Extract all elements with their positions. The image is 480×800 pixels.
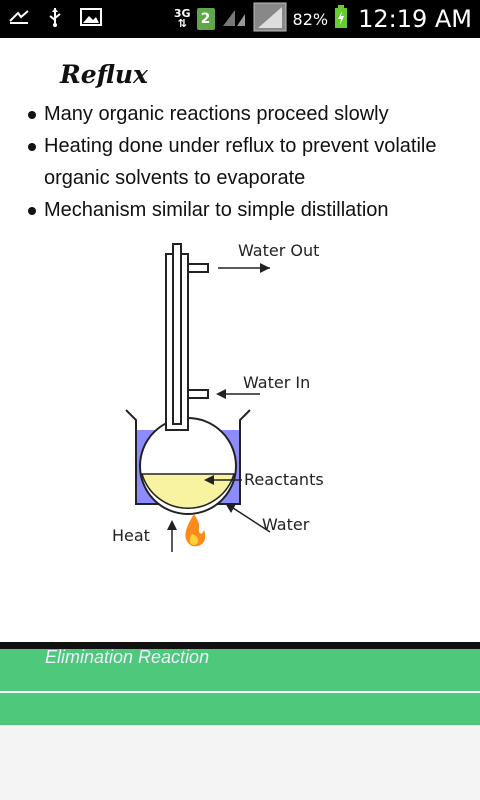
battery-charging-icon: [334, 5, 348, 33]
bottom-panel: [0, 725, 480, 800]
slide-title: Reflux: [60, 60, 148, 89]
reflux-diagram: Water Out Water In Reactants Water Heat: [112, 241, 324, 552]
label-water-in: Water In: [243, 373, 310, 392]
gallery-icon: [80, 6, 102, 28]
condenser-inner: [172, 243, 182, 425]
bullet-item: Heating done under reflux to prevent vol…: [26, 130, 474, 194]
network-type: 3G⇅: [173, 7, 191, 30]
bullet-item: Mechanism similar to simple distillation: [26, 194, 474, 226]
bullet-list: Many organic reactions proceed slowly He…: [26, 98, 474, 226]
signal-strength-icon: [253, 2, 287, 36]
list-item-label: Elimination Reaction: [45, 647, 210, 667]
label-water-out: Water Out: [238, 241, 319, 260]
water-in-pipe: [187, 389, 209, 399]
notification-icon: [8, 6, 30, 28]
list-item-elimination-reaction[interactable]: Elimination Reaction: [0, 647, 480, 691]
slide-view[interactable]: Reflux Many organic reactions proceed sl…: [0, 38, 480, 642]
status-bar: 3G⇅ 2 82% 12:19 AM: [0, 0, 480, 38]
bullet-item: Many organic reactions proceed slowly: [26, 98, 474, 130]
clock: 12:19 AM: [358, 5, 472, 33]
label-heat: Heat: [112, 526, 150, 545]
usb-icon: [44, 6, 66, 28]
label-water: Water: [262, 515, 310, 534]
divider: [0, 642, 480, 649]
list-separator: [0, 691, 480, 693]
signal-icon: [221, 6, 247, 32]
water-out-pipe: [187, 263, 209, 273]
sim-badge: 2: [196, 8, 215, 30]
water-arrow: [229, 505, 271, 533]
label-reactants: Reactants: [244, 470, 324, 489]
list-item[interactable]: [0, 693, 480, 725]
battery-percent: 82%: [292, 9, 329, 29]
